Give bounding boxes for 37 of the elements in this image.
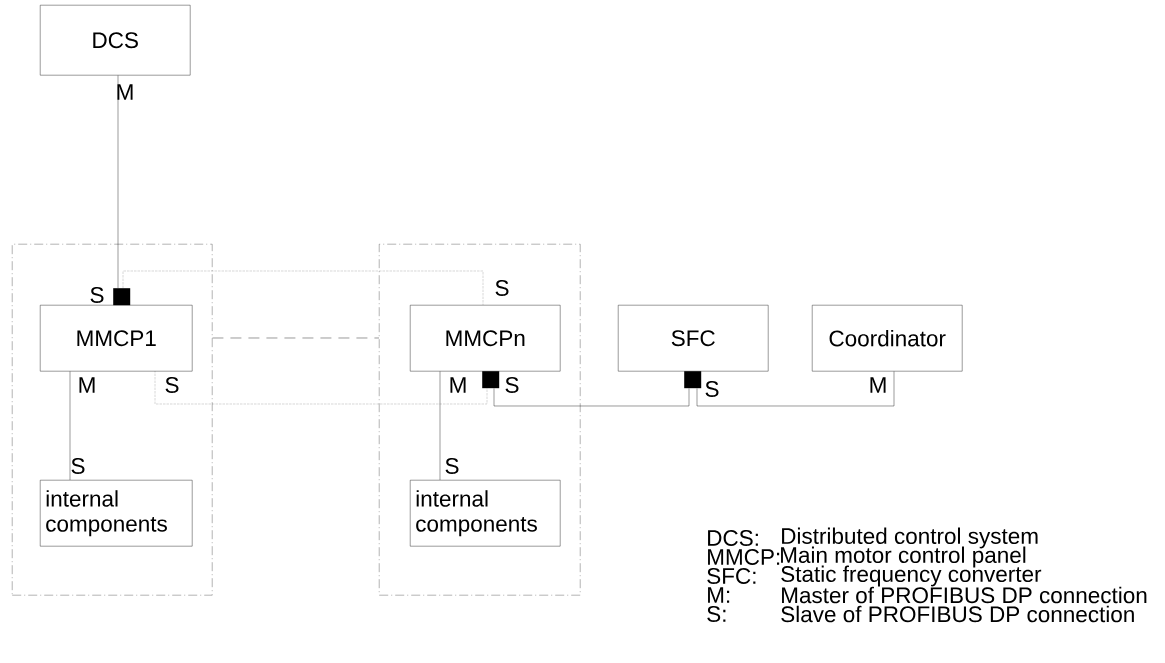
abbreviation: DCS:: [708, 530, 758, 546]
group-frame: [379, 244, 581, 596]
component-box: DCS: [40, 5, 191, 76]
abbreviation: SFC:: [707, 568, 756, 584]
connection-line: [117, 75, 119, 289]
component-box: MMCPn: [410, 305, 561, 372]
abbreviation: M:: [708, 587, 730, 603]
port-label: S: [705, 381, 719, 397]
connection-line: [154, 371, 488, 405]
component-box: Coordinator: [812, 305, 963, 372]
port-label: S: [165, 377, 179, 393]
port-label: S: [495, 280, 509, 296]
component-box: SFC: [618, 305, 769, 372]
component-box: internal components: [40, 480, 193, 547]
port-label: M: [79, 377, 95, 393]
connection-line: [212, 337, 380, 339]
connector-plug: [113, 288, 131, 306]
port-label: S: [445, 458, 459, 474]
port-label: M: [450, 377, 466, 393]
abbreviation: MMCP:: [708, 549, 780, 565]
connection-line: [69, 371, 71, 481]
abbreviation: S:: [707, 606, 726, 622]
connection-line: [696, 371, 895, 407]
port-label: M: [117, 84, 133, 100]
component-box: internal components: [410, 480, 561, 547]
component-box: MMCP1: [40, 305, 193, 372]
connector-plug: [684, 371, 702, 389]
abbreviation-meaning: Slave of PROFIBUS DP connection: [781, 605, 1134, 623]
abbreviation-meaning: Master of PROFIBUS DP connection: [782, 586, 1147, 604]
connector-plug: [482, 371, 500, 389]
connection-line: [439, 371, 441, 481]
group-frame: [12, 244, 213, 596]
port-label: S: [90, 287, 104, 303]
port-label: S: [71, 458, 85, 474]
connection-line: [493, 388, 690, 407]
port-label: M: [870, 377, 886, 393]
port-label: S: [505, 377, 519, 393]
